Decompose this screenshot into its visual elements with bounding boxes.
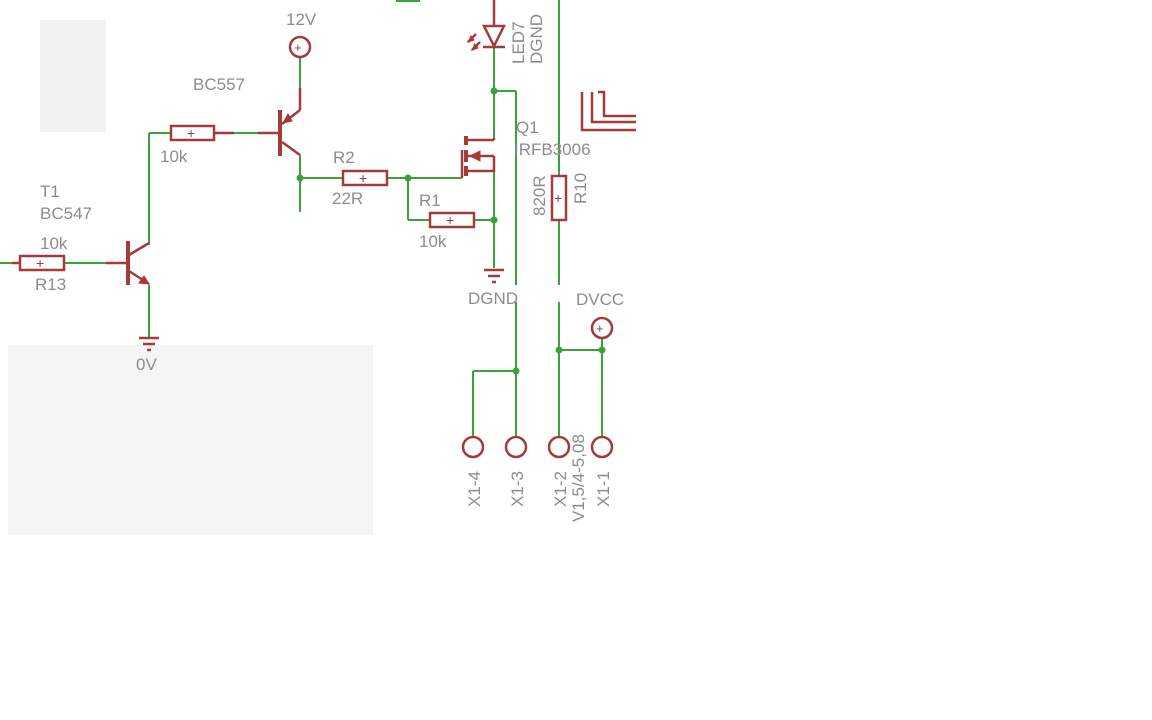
connector-x1-pads — [461, 435, 614, 459]
label-led7: LED7 — [509, 21, 528, 64]
label-q1-value: IRFB3006 — [514, 140, 591, 159]
ground-0v-symbol — [139, 336, 159, 352]
label-led7-net: DGND — [527, 14, 546, 64]
resistor-r1: + — [428, 211, 476, 229]
label-dvcc: DVCC — [576, 290, 624, 309]
label-bc547: BC547 — [40, 204, 92, 223]
label-r2-name: R2 — [333, 148, 355, 167]
svg-text:+: + — [554, 190, 562, 206]
svg-text:+: + — [596, 321, 604, 336]
label-pnp-base-10k: 10k — [160, 147, 188, 166]
svg-text:+: + — [36, 255, 44, 271]
mosfet-q1-symbol — [460, 136, 496, 178]
label-r10-value: 820R — [530, 175, 549, 216]
label-x1-package: V1,5/4-5,08 — [569, 434, 588, 522]
label-bc557: BC557 — [193, 75, 245, 94]
wires — [0, 0, 603, 437]
label-r10-name: R10 — [571, 173, 590, 204]
supply-dvcc-symbol: + — [590, 316, 614, 340]
transistor-pnp-symbol — [258, 88, 302, 157]
transistor-t1-symbol — [106, 241, 150, 286]
ground-dgnd-symbol — [484, 268, 504, 284]
label-r13-name: R13 — [35, 275, 66, 294]
resistor-r13: + — [12, 254, 66, 272]
label-x1-3: X1-3 — [508, 471, 527, 507]
label-r1-name: R1 — [419, 191, 441, 210]
label-dgnd: DGND — [468, 289, 518, 308]
label-x1-2: X1-2 — [551, 471, 570, 507]
resistor-r2: + — [341, 169, 389, 187]
label-r1-value: 10k — [419, 232, 447, 251]
label-q1-name: Q1 — [516, 118, 539, 137]
label-x1-1: X1-1 — [594, 471, 613, 507]
led7-symbol — [467, 0, 507, 51]
svg-text:+: + — [359, 170, 367, 186]
svg-text:+: + — [187, 125, 195, 141]
supply-12v-symbol: + — [288, 35, 312, 59]
svg-text:+: + — [446, 212, 454, 228]
resistor-pnp-base: + — [169, 124, 234, 142]
label-12v: 12V — [286, 10, 317, 29]
label-r13-value: 10k — [40, 234, 68, 253]
svg-text:+: + — [294, 40, 302, 55]
label-x1-4: X1-4 — [465, 471, 484, 507]
label-r2-value: 22R — [332, 189, 363, 208]
partial-component-symbol — [580, 90, 636, 132]
background-smudges — [8, 20, 373, 535]
resistor-r10: + — [550, 174, 568, 222]
label-0v: 0V — [136, 355, 157, 374]
label-t1: T1 — [40, 182, 60, 201]
junctions — [296, 87, 606, 375]
